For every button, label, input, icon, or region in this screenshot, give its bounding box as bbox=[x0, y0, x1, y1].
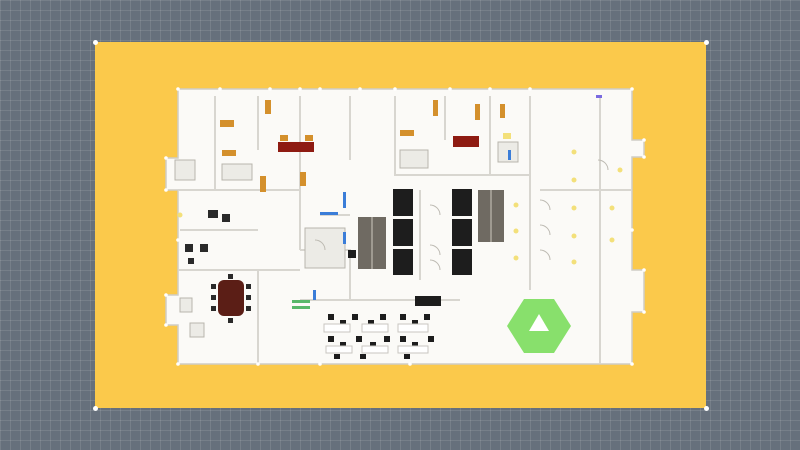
workstation-desks bbox=[323, 323, 429, 354]
open-workstations bbox=[328, 296, 441, 359]
ceiling-lights bbox=[177, 149, 623, 265]
green-fixture bbox=[292, 300, 310, 309]
hexagon-play-icon[interactable] bbox=[507, 299, 571, 353]
black-desk-rows bbox=[348, 189, 472, 275]
resize-handle-top-left[interactable] bbox=[92, 39, 98, 45]
meeting-table-1 bbox=[278, 142, 314, 152]
meeting-table-2 bbox=[453, 136, 479, 147]
wall-nodes bbox=[164, 87, 646, 366]
doors bbox=[314, 159, 609, 271]
yellow-fixture bbox=[503, 133, 511, 139]
interior-walls bbox=[178, 96, 632, 364]
resize-handle-bottom-left[interactable] bbox=[92, 405, 98, 411]
purple-fixture bbox=[596, 95, 602, 98]
wood-furniture bbox=[220, 100, 505, 192]
lounge-furniture bbox=[185, 210, 230, 264]
blue-accents bbox=[313, 150, 511, 300]
resize-handle-top-right[interactable] bbox=[703, 39, 709, 45]
conference-room bbox=[211, 274, 251, 323]
staircases bbox=[358, 190, 504, 269]
resize-handle-bottom-right[interactable] bbox=[703, 405, 709, 411]
misc-fixtures bbox=[174, 141, 519, 338]
